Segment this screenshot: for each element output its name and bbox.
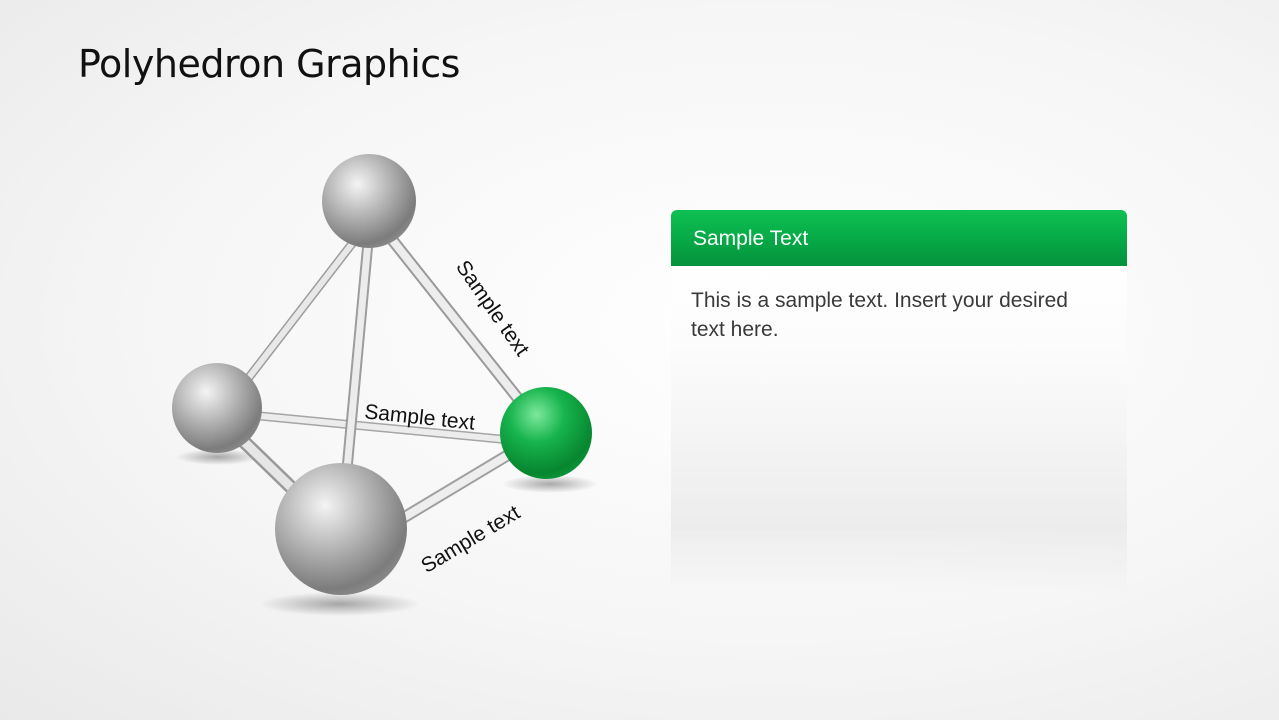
- card-header: Sample Text: [671, 210, 1127, 266]
- node-front: [275, 463, 407, 595]
- card-reflection: [671, 530, 1127, 594]
- edge-top-left: [235, 231, 363, 394]
- slide-title: Polyhedron Graphics: [78, 42, 460, 86]
- edge-label-top-green: Sample text: [451, 256, 534, 360]
- node-green: [500, 387, 592, 479]
- edge-front-green: [392, 443, 524, 527]
- edge-left-green: [255, 411, 515, 445]
- edge-top-green: [380, 226, 530, 412]
- node-left-shadow: [176, 449, 260, 465]
- node-top: [322, 154, 416, 248]
- edges: [225, 226, 530, 527]
- node-green-shadow: [502, 475, 598, 493]
- node-front-shadow: [260, 592, 420, 616]
- edge-top-front: [340, 236, 374, 486]
- card-body: This is a sample text. Insert your desir…: [671, 266, 1127, 530]
- text-card: Sample Text This is a sample text. Inser…: [671, 210, 1127, 530]
- edge-label-front-green: Sample text: [417, 501, 524, 578]
- node-left: [172, 363, 262, 453]
